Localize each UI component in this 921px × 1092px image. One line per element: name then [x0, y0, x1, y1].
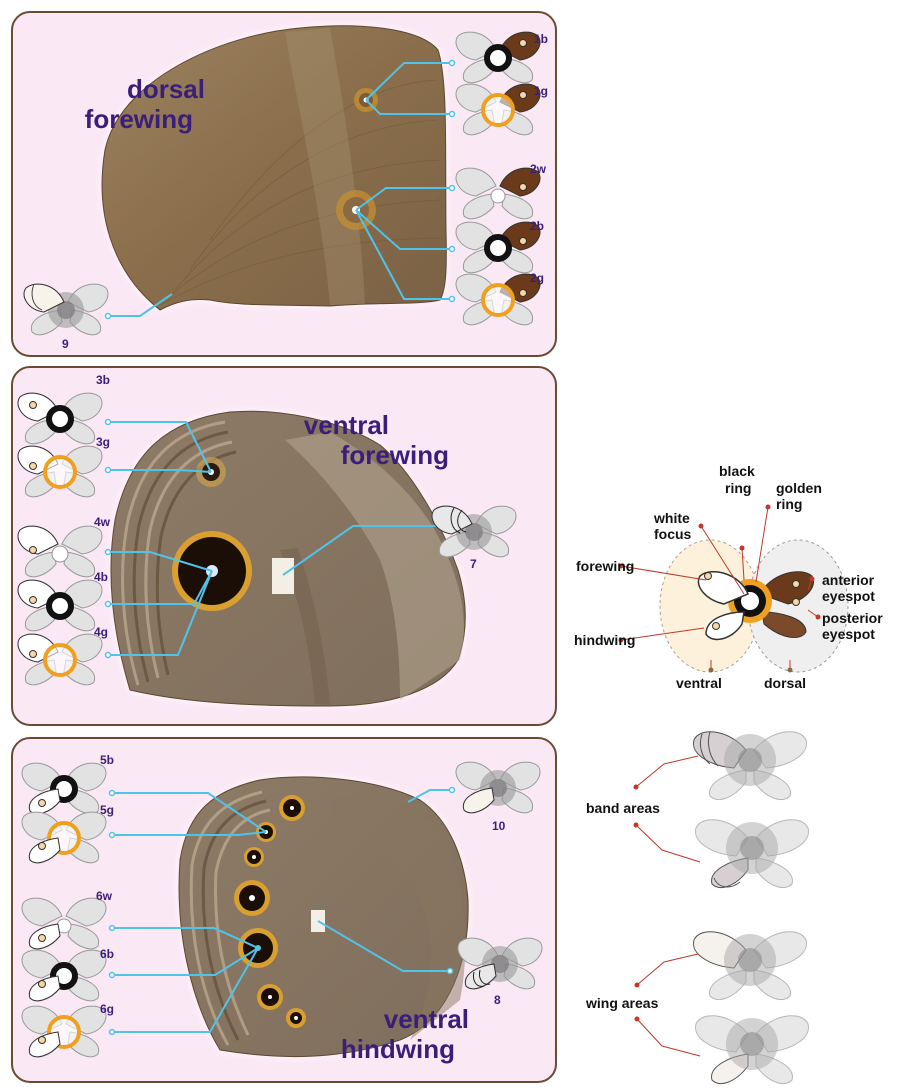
label-hindwing: hindwing: [574, 632, 635, 648]
panel-title-line2: forewing: [85, 104, 193, 134]
code-4b: 4b: [94, 570, 108, 584]
code-10: 10: [492, 819, 506, 833]
code-6g: 6g: [100, 1002, 114, 1016]
code-1b: 1b: [534, 32, 548, 46]
label-golden-ring-2: ring: [776, 496, 802, 512]
label-black-ring-1: black: [719, 463, 755, 479]
label-black-ring-2: ring: [725, 480, 751, 496]
code-2b: 2b: [530, 219, 544, 233]
label-band-areas: band areas: [586, 800, 660, 816]
panel-title-line1: dorsal: [127, 74, 205, 104]
panel-title-line2: forewing: [341, 440, 449, 470]
code-5b: 5b: [100, 753, 114, 767]
code-3g: 3g: [96, 435, 110, 449]
code-3b: 3b: [96, 373, 110, 387]
legend-band-areas: band areas: [586, 732, 809, 888]
code-2g: 2g: [530, 271, 544, 285]
panel-title-line1: ventral: [304, 410, 389, 440]
label-anterior-2: eyespot: [822, 588, 875, 604]
panel-ventral-forewing: ventral forewing 3b: [12, 367, 556, 725]
label-anterior-1: anterior: [822, 572, 875, 588]
label-ventral: ventral: [676, 675, 722, 691]
code-9: 9: [62, 337, 69, 351]
code-4w: 4w: [94, 515, 111, 529]
label-wing-areas: wing areas: [585, 995, 659, 1011]
code-7: 7: [470, 557, 477, 571]
label-white-focus-1: white: [653, 510, 690, 526]
code-5g: 5g: [100, 803, 114, 817]
code-8: 8: [494, 993, 501, 1007]
code-4g: 4g: [94, 625, 108, 639]
label-dorsal: dorsal: [764, 675, 806, 691]
code-2w: 2w: [530, 162, 547, 176]
label-golden-ring-1: golden: [776, 480, 822, 496]
panel-title-line1: ventral: [384, 1004, 469, 1034]
label-posterior-2: eyespot: [822, 626, 875, 642]
panel-dorsal-forewing: dorsal forewing 1b: [12, 12, 556, 356]
code-6w: 6w: [96, 889, 113, 903]
label-posterior-1: posterior: [822, 610, 883, 626]
panel-ventral-hindwing: ventral hindwing 5b: [12, 738, 556, 1082]
label-forewing: forewing: [576, 558, 634, 574]
label-white-focus-2: focus: [654, 526, 692, 542]
legend-wing-areas: wing areas: [585, 932, 809, 1084]
code-1g: 1g: [534, 84, 548, 98]
white-patch: [272, 558, 294, 594]
legend-anatomy: black ring golden ring white focus forew…: [574, 463, 883, 691]
panel-title-line2: hindwing: [341, 1034, 455, 1064]
code-6b: 6b: [100, 947, 114, 961]
